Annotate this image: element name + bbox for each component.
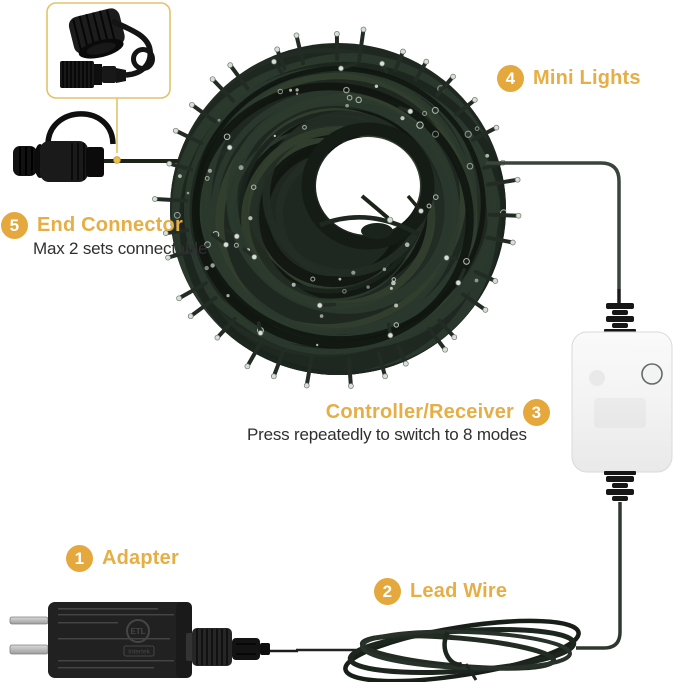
label-lead-wire: 2 Lead Wire	[374, 578, 507, 605]
adapter-title: Adapter	[102, 547, 179, 569]
adapter-certification-print: ETL Intertek	[58, 608, 174, 669]
controller-bottom-strain-relief	[604, 471, 636, 501]
plug-prong-top	[9, 616, 49, 625]
mini-lights-number-badge: 4	[497, 65, 524, 92]
adapter-number-badge: 1	[66, 545, 93, 572]
coil-hole-strands	[319, 194, 424, 239]
connector-cap-strap	[45, 111, 116, 145]
end-connector-image	[13, 111, 198, 182]
light-sensor	[589, 370, 605, 386]
mini-light-bulbs	[152, 26, 522, 389]
end-connector-inset	[46, 2, 171, 153]
intertek-text: Intertek	[128, 649, 150, 656]
controller-number-badge: 3	[523, 399, 550, 426]
lead-wire-number-badge: 2	[374, 578, 401, 605]
label-controller: Controller/Receiver 3	[326, 399, 550, 426]
etl-logo-text: ETL	[130, 627, 145, 636]
plug-prong-bottom	[9, 644, 49, 655]
inset-threaded-plug	[60, 18, 155, 88]
inset-screw-cap	[68, 8, 125, 59]
lead-wire-title: Lead Wire	[410, 580, 508, 602]
wire-coil-to-controller	[486, 161, 621, 289]
etl-logo	[126, 619, 150, 643]
label-adapter: 1 Adapter	[66, 545, 179, 572]
controller-title: Controller/Receiver	[325, 401, 514, 423]
label-mini-lights: 4 Mini Lights	[497, 65, 641, 92]
end-connector-number-badge: 5	[1, 212, 28, 239]
coil-hole	[316, 137, 420, 235]
label-end-connector: 5 End Connector	[1, 212, 183, 239]
adapter-image: ETL Intertek	[9, 602, 298, 678]
wire-controller-to-leadwire	[576, 502, 622, 650]
end-connector-title: End Connector	[37, 214, 183, 236]
controller-subtitle: Press repeatedly to switch to 8 modes	[247, 425, 527, 444]
lead-wire-image	[296, 618, 581, 682]
mode-button	[641, 363, 663, 385]
string-lights-coil-image	[152, 26, 522, 389]
inset-leader-dot	[113, 156, 121, 164]
adapter-body	[48, 602, 192, 678]
mini-lights-title: Mini Lights	[533, 67, 641, 89]
end-connector-subtitle: Max 2 sets connectable	[33, 239, 208, 258]
controller-image	[571, 289, 673, 501]
adapter-plug	[232, 638, 260, 660]
controller-top-strain-relief	[604, 303, 636, 333]
